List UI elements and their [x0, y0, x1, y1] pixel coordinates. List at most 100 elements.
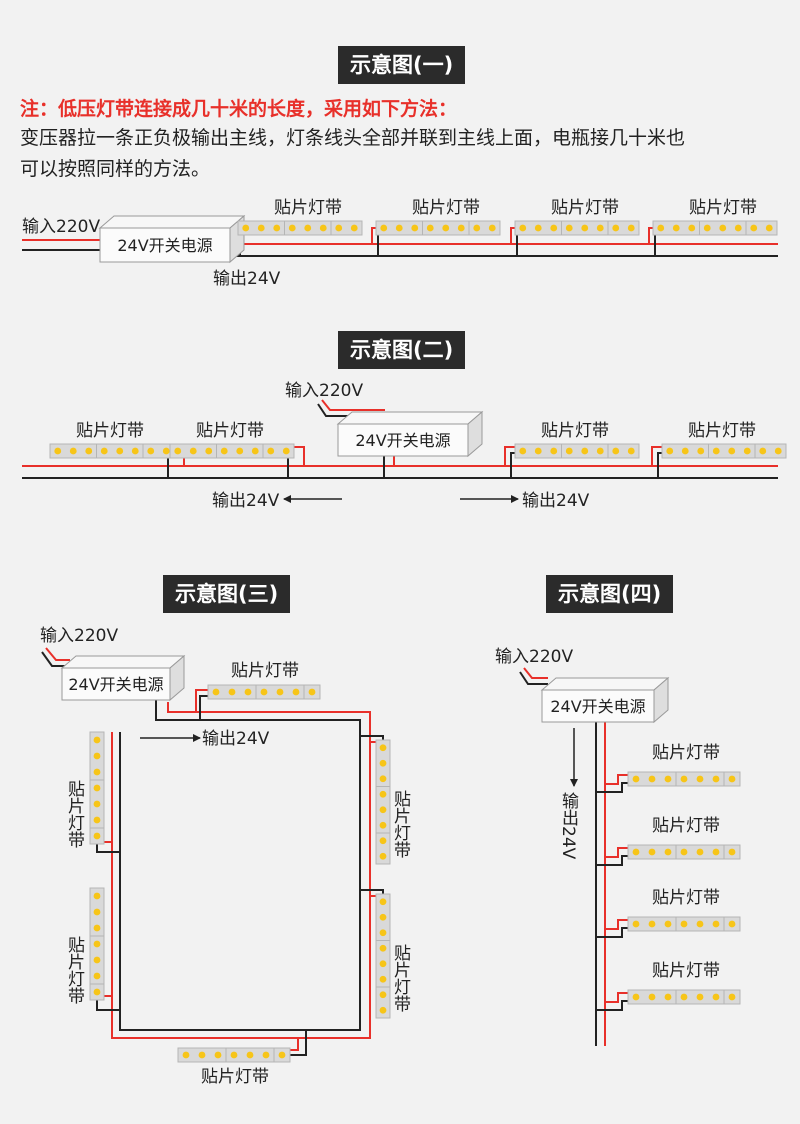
strip-label-1: 贴片灯带 [274, 198, 342, 218]
strip-label-top: 贴片灯带 [231, 661, 299, 681]
strip-feed-red [651, 446, 662, 466]
led-chip [728, 775, 736, 783]
led-chip [696, 775, 704, 783]
strip-label-bottom: 贴片灯带 [201, 1067, 269, 1087]
led-chip [379, 975, 387, 983]
led-strip-body [237, 220, 363, 236]
led-chip [680, 848, 688, 856]
strip-feed-red [605, 847, 628, 858]
led-chip [251, 447, 259, 455]
diagram-2-title: 示意图(二) [338, 331, 466, 369]
led-strip [375, 739, 391, 865]
led-chip [759, 447, 767, 455]
led-strip [169, 443, 295, 459]
led-chip [242, 224, 250, 232]
led-chip [93, 956, 101, 964]
led-strip [49, 443, 175, 459]
strip-label-1: 贴片灯带 [652, 743, 720, 763]
led-chip [54, 447, 62, 455]
led-chip [350, 224, 358, 232]
led-chip [664, 848, 672, 856]
strip-feed-black [199, 695, 208, 720]
led-strip [627, 771, 741, 787]
strip-feed-red [605, 992, 628, 1003]
led-chip [230, 1051, 238, 1059]
led-chip [648, 775, 656, 783]
led-chip [198, 1051, 206, 1059]
led-chip [93, 988, 101, 996]
led-strip-body [169, 443, 295, 459]
note-text: 注：低压灯带连接成几十米的长度，采用如下方法： [20, 98, 458, 120]
output-label-left: 输出24V [212, 491, 280, 511]
led-chip [680, 920, 688, 928]
led-chip [93, 736, 101, 744]
led-chip [774, 447, 782, 455]
strip-label-right-1: 贴片灯带 [541, 421, 609, 441]
led-chip [565, 447, 573, 455]
power-supply-box: 24V开关电源 [98, 214, 246, 264]
led-chip [131, 447, 139, 455]
psu-label: 24V开关电源 [355, 431, 450, 450]
strip-label-4: 贴片灯带 [652, 961, 720, 981]
led-chip [696, 848, 704, 856]
strip-feed-red [195, 689, 208, 712]
strip-feed-red [371, 227, 376, 244]
led-chip [292, 688, 300, 696]
led-strip [89, 887, 105, 1001]
led-chip [379, 775, 387, 783]
led-chip [712, 920, 720, 928]
led-strip [661, 443, 787, 459]
led-chip [93, 924, 101, 932]
paragraph-line-1: 变压器拉一条正负极输出主线，灯条线头全部并联到主线上面，电瓶接几十米也 [20, 127, 686, 149]
led-chip [442, 224, 450, 232]
led-chip [220, 447, 228, 455]
led-chip [335, 224, 343, 232]
diagram-4-title: 示意图(四) [546, 575, 674, 613]
strip-label-left-2: 贴片灯带 [64, 936, 85, 1004]
psu-label: 24V开关电源 [68, 675, 163, 694]
strip-feed-black [657, 452, 662, 478]
led-chip [212, 688, 220, 696]
input-label: 输入220V [495, 647, 573, 667]
strip-feed-black [596, 1000, 628, 1011]
led-chip [379, 806, 387, 814]
led-chip [728, 848, 736, 856]
led-strip-body [661, 443, 787, 459]
psu-label: 24V开关电源 [550, 697, 645, 716]
strip-label-right-2: 贴片灯带 [688, 421, 756, 441]
strip-feed-red [290, 1038, 299, 1051]
diagram-1-title: 示意图(一) [338, 46, 466, 84]
input-label: 输入220V [285, 381, 363, 401]
diagram-3-title: 示意图(三) [163, 575, 291, 613]
led-chip [69, 447, 77, 455]
led-chip [581, 447, 589, 455]
led-chip [712, 775, 720, 783]
led-chip [664, 775, 672, 783]
input-wire-red [523, 667, 548, 679]
led-chip [162, 447, 170, 455]
led-chip [565, 224, 573, 232]
led-strip [207, 684, 321, 700]
strip-label-left-2: 贴片灯带 [196, 421, 264, 441]
led-chip [519, 224, 527, 232]
led-chip [596, 447, 604, 455]
led-chip [380, 224, 388, 232]
led-chip [457, 224, 465, 232]
led-chip [93, 784, 101, 792]
led-chip [319, 224, 327, 232]
led-chip [473, 224, 481, 232]
psu-label: 24V开关电源 [117, 236, 212, 255]
led-chip [612, 224, 620, 232]
led-chip [395, 224, 403, 232]
psu-top-face [540, 677, 670, 691]
led-chip [379, 913, 387, 921]
led-chip [664, 920, 672, 928]
led-chip [379, 837, 387, 845]
led-chip [93, 908, 101, 916]
led-chip [228, 688, 236, 696]
led-chip [627, 224, 635, 232]
led-strip [237, 220, 363, 236]
led-chip [304, 224, 312, 232]
led-chip [276, 688, 284, 696]
led-chip [379, 944, 387, 952]
